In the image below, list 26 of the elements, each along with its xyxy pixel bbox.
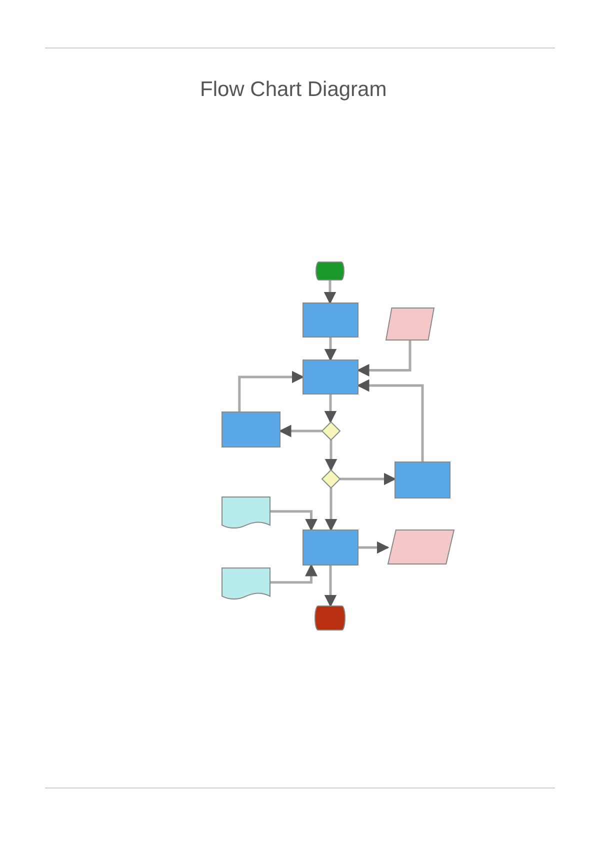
arrow: [238, 370, 304, 412]
document-shape: [222, 568, 270, 600]
document-shape: [222, 497, 270, 529]
arrow: [324, 488, 338, 532]
arrow: [324, 565, 337, 608]
data-parallelogram: [388, 530, 454, 564]
arrow: [278, 424, 322, 438]
decision-diamond: [322, 470, 340, 488]
data-parallelogram: [386, 308, 434, 340]
arrow: [340, 472, 396, 486]
process-box: [222, 412, 280, 447]
arrow: [270, 510, 318, 532]
arrow: [270, 564, 318, 584]
process-box: [303, 530, 358, 565]
arrow: [356, 340, 412, 376]
page-title: Flow Chart Diagram: [200, 78, 387, 102]
arrow: [324, 394, 337, 424]
process-box: [303, 360, 358, 394]
arrow: [358, 541, 390, 554]
decision-diamond: [322, 422, 340, 440]
arrow: [356, 379, 424, 462]
arrow: [324, 440, 338, 472]
process-box: [303, 303, 358, 337]
process-box: [395, 462, 450, 498]
arrow: [324, 280, 336, 304]
arrow: [324, 337, 337, 362]
